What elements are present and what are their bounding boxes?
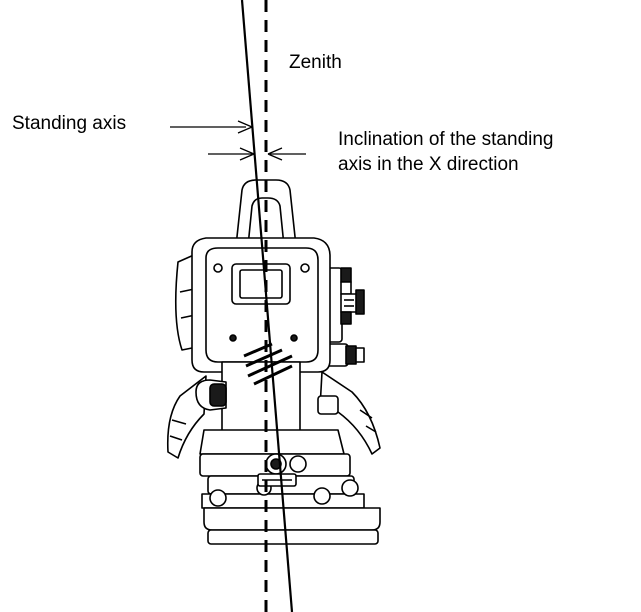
standing-axis-label: Standing axis — [12, 113, 127, 134]
panel-screw — [213, 263, 223, 273]
leveling-screw — [341, 479, 359, 497]
right-lock — [317, 395, 339, 415]
leveling-screw — [209, 489, 227, 507]
inclination-label-line1: Inclination of the standing — [338, 129, 554, 150]
display-screen — [239, 269, 283, 299]
base-knob — [289, 455, 307, 473]
base-upper — [199, 429, 345, 455]
leveling-screw — [313, 487, 331, 505]
zenith-label: Zenith — [289, 52, 342, 73]
inclination-label-line2: axis in the X direction — [338, 154, 519, 175]
panel-screw — [300, 263, 310, 273]
right-arm — [319, 371, 381, 455]
inclination-left-arrowhead — [239, 147, 255, 161]
inclination-right-arrowhead — [267, 147, 283, 161]
tribrach-lower — [203, 507, 381, 531]
total-station-illustration — [166, 179, 381, 545]
standing-axis-arrowhead — [237, 120, 253, 134]
panel-screw — [290, 334, 298, 342]
standing-axis-line — [240, 0, 294, 612]
panel-screw — [229, 334, 237, 342]
base-footplate — [207, 529, 379, 545]
